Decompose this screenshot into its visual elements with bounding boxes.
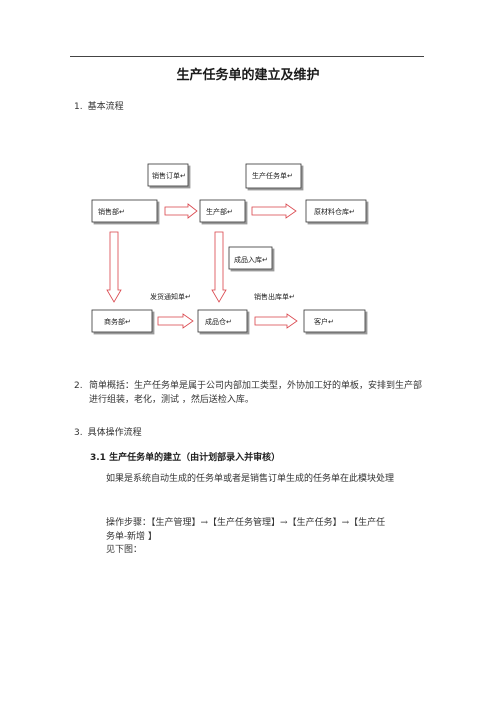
section-2-text: 简单概括：生产任务单是属于公司内部加工类型，外协加工好的单板，安排到生产部进行组… xyxy=(89,381,423,405)
page-title: 生产任务单的建立及维护 xyxy=(176,68,320,83)
box-raw-material: 原材料仓库↵ xyxy=(305,199,367,223)
section-1-label: 基本流程 xyxy=(87,102,124,112)
section-2: 2. xyxy=(74,381,426,391)
label-delivery-notice: 发货通知单↵ xyxy=(150,292,191,301)
arrow-production-to-raw xyxy=(251,203,297,219)
label-finished-store: 成品仓↵ xyxy=(205,317,232,326)
box-customer: 客户↵ xyxy=(303,309,366,333)
label-production-task: 生产任务单↵ xyxy=(252,171,293,180)
section-1-heading: 1. 基本流程 xyxy=(74,99,124,112)
box-sales-order: 销售订单↵ xyxy=(147,163,189,187)
box-finished-store: 成品仓↵ xyxy=(197,309,248,333)
subsection-3-1-title: 3.1 生产任务单的建立（由计划部录入并审核） xyxy=(90,453,281,463)
arrow-sales-to-commerce xyxy=(106,231,122,303)
header-rule xyxy=(70,56,424,57)
box-sales-dept: 销售部↵ xyxy=(91,199,158,223)
arrow-commerce-to-store xyxy=(157,313,194,329)
label-raw-material: 原材料仓库↵ xyxy=(314,207,355,216)
label-finished-in: 成品入库↵ xyxy=(234,255,268,264)
box-finished-in: 成品入库↵ xyxy=(228,246,273,270)
arrow-sales-to-production xyxy=(164,203,198,219)
label-sales-dept: 销售部↵ xyxy=(98,207,125,216)
arrow-production-to-store xyxy=(211,231,227,303)
section-1-number: 1. xyxy=(74,102,83,112)
subsection-paragraph: 如果是系统自动生成的任务单或者是销售订单生成的任务单在此模块处理 xyxy=(106,474,395,484)
label-commerce-dept: 商务部↵ xyxy=(104,317,131,326)
section-3-number: 3. xyxy=(74,428,83,438)
box-commerce-dept: 商务部↵ xyxy=(91,309,153,333)
label-production-dept: 生产部↵ xyxy=(206,207,233,216)
section-2-number: 2. xyxy=(74,381,83,391)
section-3-label: 具体操作流程 xyxy=(87,428,142,438)
see-below: 见下图： xyxy=(106,545,143,555)
label-sales-order: 销售订单↵ xyxy=(152,171,186,180)
steps-line-2: 务单-新增 】 xyxy=(106,532,157,542)
label-sales-out: 销售出库单↵ xyxy=(254,292,295,301)
steps-line-1: 操作步骤：【生产管理】→【生产任务管理】→【生产任务】→【生产任 xyxy=(106,518,386,528)
box-production-dept: 生产部↵ xyxy=(199,199,246,223)
label-customer: 客户↵ xyxy=(314,317,334,326)
box-production-task: 生产任务单↵ xyxy=(245,163,302,189)
arrow-store-to-customer xyxy=(254,313,298,329)
section-3-heading: 3. 具体操作流程 xyxy=(74,425,142,438)
